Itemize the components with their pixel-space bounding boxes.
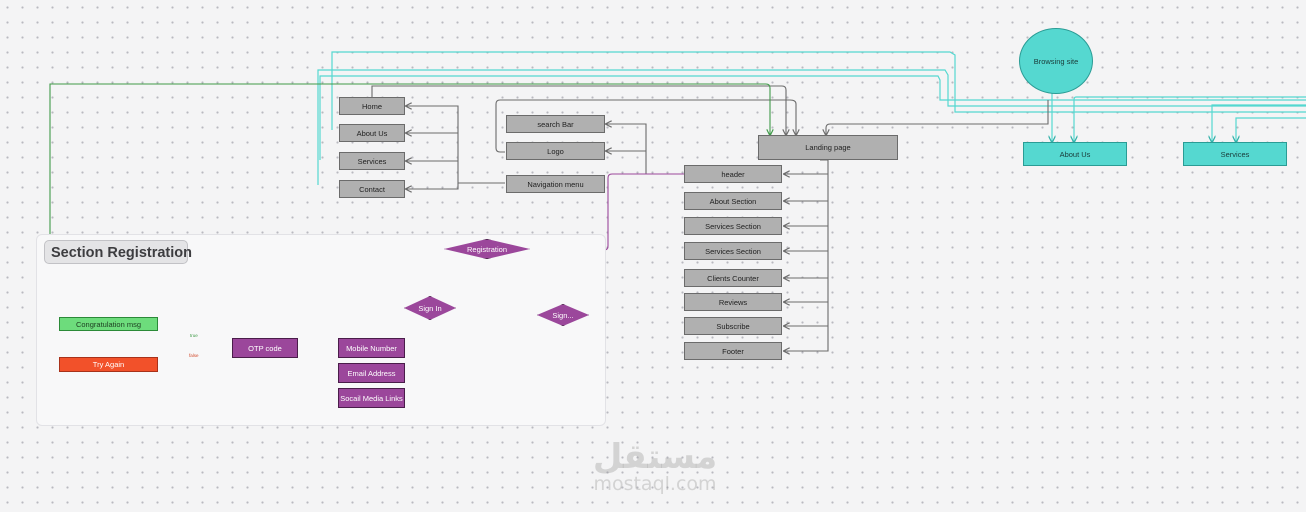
otp-code-node[interactable]: OTP code xyxy=(232,338,298,358)
about-us-top-node[interactable]: About Us xyxy=(1023,142,1127,166)
services-section-node-2[interactable]: Services Section xyxy=(684,242,782,260)
try-again-node[interactable]: Try Again xyxy=(59,357,158,372)
search-bar-node[interactable]: search Bar xyxy=(506,115,605,133)
subscribe-node[interactable]: Subscribe xyxy=(684,317,782,335)
nav-contact-node[interactable]: Contact xyxy=(339,180,405,198)
watermark-arabic: مستقل xyxy=(592,437,718,477)
email-address-node[interactable]: Email Address xyxy=(338,363,405,383)
sign-up-decision[interactable]: Sign... xyxy=(537,304,589,326)
clients-counter-node[interactable]: Clients Counter xyxy=(684,269,782,287)
reviews-node[interactable]: Reviews xyxy=(684,293,782,311)
false-edge-label: false xyxy=(189,353,199,358)
footer-node[interactable]: Footer xyxy=(684,342,782,360)
nav-services-node[interactable]: Services xyxy=(339,152,405,170)
true-edge-label: true xyxy=(190,333,198,338)
landing-page-node[interactable]: Landing page xyxy=(758,135,898,160)
header-node[interactable]: header xyxy=(684,165,782,183)
mostaql-watermark: مستقل mostaql.com xyxy=(560,440,750,494)
services-section-node-1[interactable]: Services Section xyxy=(684,217,782,235)
nav-about-us-node[interactable]: About Us xyxy=(339,124,405,142)
congratulation-msg-node[interactable]: Congratulation msg xyxy=(59,317,158,331)
panel-title: Section Registration xyxy=(44,240,192,264)
navigation-menu-node[interactable]: Navigation menu xyxy=(506,175,605,193)
social-media-links-node[interactable]: Socail Media Links xyxy=(338,388,405,408)
nav-home-node[interactable]: Home xyxy=(339,97,405,115)
about-section-node[interactable]: About Section xyxy=(684,192,782,210)
services-top-node[interactable]: Services xyxy=(1183,142,1287,166)
watermark-latin: mostaql.com xyxy=(593,473,717,495)
logo-node[interactable]: Logo xyxy=(506,142,605,160)
browsing-site-node[interactable]: Browsing site xyxy=(1019,28,1093,94)
registration-decision[interactable]: Registration xyxy=(444,239,530,259)
mobile-number-node[interactable]: Mobile Number xyxy=(338,338,405,358)
